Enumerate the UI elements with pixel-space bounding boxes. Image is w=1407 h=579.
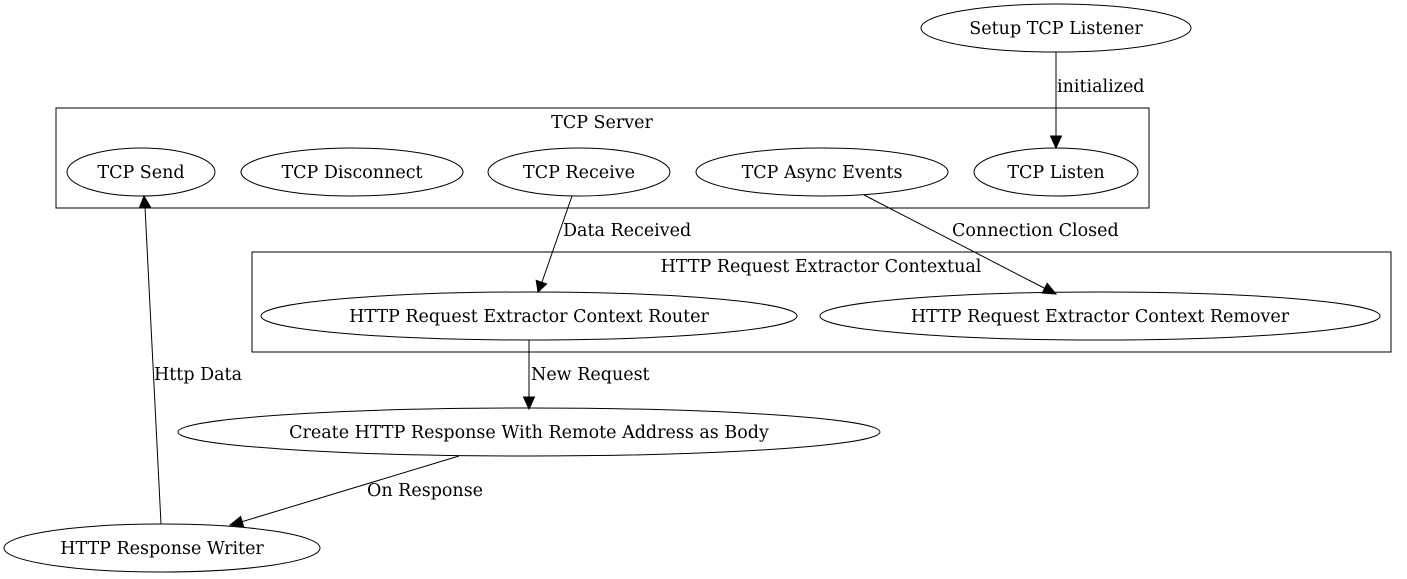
edge-data-received-label: Data Received bbox=[563, 221, 691, 241]
cluster-tcp-server-label: TCP Server bbox=[551, 113, 653, 133]
edge-initialized-label: initialized bbox=[1057, 77, 1145, 97]
node-tcp-send-label: TCP Send bbox=[97, 163, 184, 183]
node-context-router-label: HTTP Request Extractor Context Router bbox=[349, 307, 709, 327]
cluster-http-extractor-label: HTTP Request Extractor Contextual bbox=[661, 257, 982, 277]
node-tcp-receive-label: TCP Receive bbox=[523, 163, 635, 183]
node-create-http-response-label: Create HTTP Response With Remote Address… bbox=[289, 423, 769, 443]
node-tcp-async-events: TCP Async Events bbox=[695, 147, 949, 197]
edge-new-request: New Request bbox=[522, 340, 650, 411]
edge-connection-closed-label: Connection Closed bbox=[952, 221, 1119, 241]
node-context-router: HTTP Request Extractor Context Router bbox=[260, 291, 798, 341]
node-tcp-disconnect-label: TCP Disconnect bbox=[281, 163, 422, 183]
edge-on-response-label: On Response bbox=[367, 481, 483, 501]
edge-connection-closed: Connection Closed bbox=[863, 194, 1119, 295]
node-tcp-receive: TCP Receive bbox=[487, 147, 671, 197]
edge-new-request-label: New Request bbox=[531, 365, 650, 385]
node-setup-tcp-listener: Setup TCP Listener bbox=[920, 3, 1192, 53]
edge-data-received: Data Received bbox=[535, 195, 691, 294]
node-context-remover: HTTP Request Extractor Context Remover bbox=[819, 291, 1381, 341]
node-tcp-async-events-label: TCP Async Events bbox=[742, 163, 903, 183]
edge-initialized: initialized bbox=[1049, 52, 1145, 150]
node-setup-tcp-listener-label: Setup TCP Listener bbox=[969, 19, 1143, 39]
edge-on-response: On Response bbox=[228, 455, 483, 528]
edge-http-data-label: Http Data bbox=[154, 365, 242, 385]
node-tcp-disconnect: TCP Disconnect bbox=[240, 147, 464, 197]
edge-http-data: Http Data bbox=[138, 194, 242, 525]
node-tcp-listen: TCP Listen bbox=[973, 147, 1139, 197]
node-context-remover-label: HTTP Request Extractor Context Remover bbox=[911, 307, 1290, 327]
node-tcp-send: TCP Send bbox=[66, 147, 216, 197]
node-create-http-response: Create HTTP Response With Remote Address… bbox=[177, 407, 881, 457]
cluster-tcp-server: TCP Server bbox=[55, 107, 1150, 209]
node-http-response-writer-label: HTTP Response Writer bbox=[60, 539, 264, 559]
node-http-response-writer: HTTP Response Writer bbox=[3, 523, 321, 573]
cluster-http-extractor: HTTP Request Extractor Contextual bbox=[251, 251, 1392, 353]
node-tcp-listen-label: TCP Listen bbox=[1007, 163, 1104, 183]
